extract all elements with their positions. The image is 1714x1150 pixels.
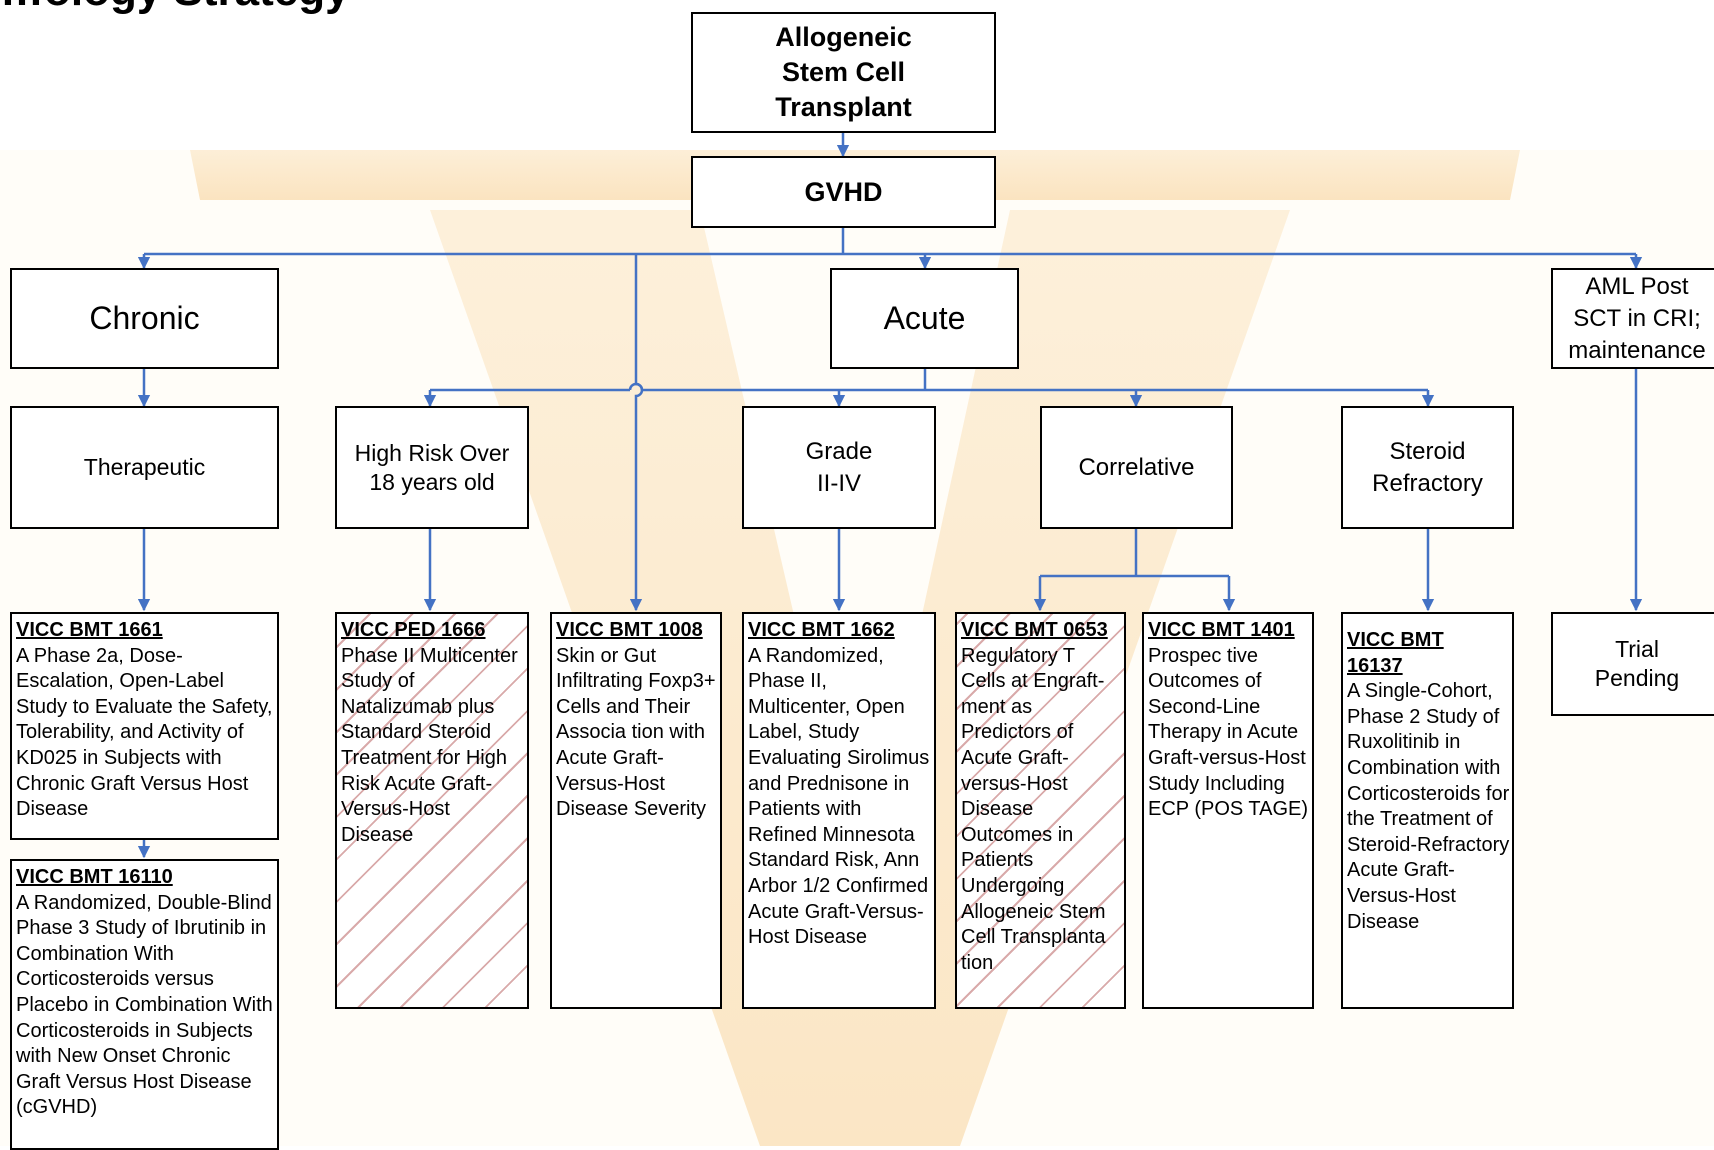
acute-node: Acute bbox=[830, 268, 1019, 369]
trial-pending-node: Trial Pending bbox=[1551, 612, 1714, 716]
study-id: VICC BMT 1401 bbox=[1148, 619, 1295, 641]
study-bmt-1661: VICC BMT 1661 A Phase 2a, Dose-Escalatio… bbox=[10, 612, 279, 840]
study-id: VICC BMT 1662 bbox=[748, 619, 895, 641]
study-bmt-0653: VICC BMT 0653 Regulatory T Cells at Engr… bbox=[955, 612, 1126, 1009]
therapeutic-label: Therapeutic bbox=[83, 454, 206, 480]
aml-label: AML Post SCT in CRI; maintenance bbox=[1568, 272, 1706, 364]
steroid-refractory-label: Steroid Refractory bbox=[1372, 437, 1483, 497]
correlative-node: Correlative bbox=[1040, 406, 1233, 529]
high-risk-node: High Risk Over 18 years old bbox=[335, 406, 529, 529]
study-description: Regulatory T Cells at Engraft-ment as Pr… bbox=[961, 644, 1106, 974]
steroid-refractory-node: Steroid Refractory bbox=[1341, 406, 1514, 529]
study-description: A Phase 2a, Dose-Escalation, Open-Label … bbox=[16, 644, 273, 821]
chronic-label: Chronic bbox=[89, 300, 200, 336]
study-id: VICC BMT 16137 bbox=[1347, 629, 1444, 677]
study-bmt-1401: VICC BMT 1401 Prospec tive Outcomes of S… bbox=[1142, 612, 1314, 1009]
acute-label: Acute bbox=[883, 300, 966, 336]
chronic-node: Chronic bbox=[10, 268, 279, 369]
study-id: VICC PED 1666 bbox=[341, 619, 486, 641]
trial-pending-label: Trial Pending bbox=[1594, 636, 1680, 691]
study-description: Prospec tive Outcomes of Second-Line The… bbox=[1148, 644, 1309, 821]
study-bmt-16110: VICC BMT 16110 A Randomized, Double-Blin… bbox=[10, 859, 279, 1150]
study-id: VICC BMT 16110 bbox=[16, 866, 173, 888]
grade-node: Grade II-IV bbox=[742, 406, 936, 529]
grade-label: Grade II-IV bbox=[805, 437, 873, 497]
gvhd-node: GVHD bbox=[691, 156, 996, 228]
study-description: A Randomized, Phase II, Multicenter, Ope… bbox=[748, 644, 930, 949]
therapeutic-node: Therapeutic bbox=[10, 406, 279, 529]
study-description: A Randomized, Double-Blind Phase 3 Study… bbox=[16, 891, 273, 1119]
gvhd-label: GVHD bbox=[804, 176, 883, 207]
correlative-label: Correlative bbox=[1078, 453, 1195, 481]
study-description: Phase II Multicenter Study of Natalizuma… bbox=[341, 644, 518, 846]
study-ped-1666: VICC PED 1666 Phase II Multicenter Study… bbox=[335, 612, 529, 1009]
study-description: Skin or Gut Infiltrating Foxp3+ Cells an… bbox=[556, 644, 716, 821]
root-node-label: Allogeneic Stem Cell Transplant bbox=[775, 22, 912, 122]
high-risk-label: High Risk Over 18 years old bbox=[354, 439, 510, 495]
aml-node: AML Post SCT in CRI; maintenance bbox=[1551, 268, 1714, 369]
root-node-allogeneic-sct: Allogeneic Stem Cell Transplant bbox=[691, 12, 996, 133]
study-description: A Single-Cohort, Phase 2 Study of Ruxoli… bbox=[1347, 680, 1510, 933]
study-id: VICC BMT 1661 bbox=[16, 619, 163, 641]
study-id: VICC BMT 1008 bbox=[556, 619, 703, 641]
study-id: VICC BMT 0653 bbox=[961, 619, 1108, 641]
page-heading: …ology Strategy bbox=[0, 0, 350, 16]
study-bmt-1662: VICC BMT 1662 A Randomized, Phase II, Mu… bbox=[742, 612, 936, 1009]
study-bmt-16137: VICC BMT 16137 A Single-Cohort, Phase 2 … bbox=[1341, 612, 1514, 1009]
study-bmt-1008: VICC BMT 1008 Skin or Gut Infiltrating F… bbox=[550, 612, 722, 1009]
